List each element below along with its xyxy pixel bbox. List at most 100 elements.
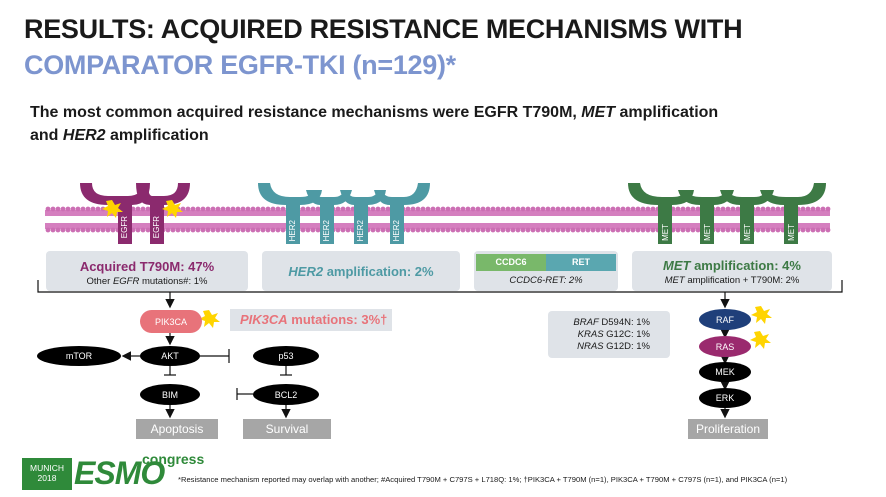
membrane-bead bbox=[725, 206, 731, 212]
t790m-box: Acquired T790M: 47% Other EGFR mutations… bbox=[46, 251, 248, 291]
membrane-bead bbox=[630, 206, 636, 212]
membrane-bead bbox=[720, 227, 726, 233]
membrane-bead bbox=[535, 227, 541, 233]
membrane-bead bbox=[315, 206, 321, 212]
met-receptors bbox=[628, 183, 826, 244]
membrane-bead bbox=[190, 227, 196, 233]
membrane-bead bbox=[245, 227, 251, 233]
egfr-receptors bbox=[80, 183, 190, 244]
membrane-bead bbox=[445, 206, 451, 212]
membrane-bead bbox=[735, 206, 741, 212]
membrane-bead bbox=[520, 206, 526, 212]
membrane-bead bbox=[820, 206, 826, 212]
membrane-bead bbox=[465, 227, 471, 233]
membrane-bead bbox=[135, 206, 141, 212]
membrane-bead bbox=[340, 227, 346, 233]
membrane-bead bbox=[55, 227, 61, 233]
membrane-bead bbox=[335, 227, 341, 233]
membrane-bead bbox=[265, 227, 271, 233]
membrane-bead bbox=[45, 206, 51, 212]
membrane-bead bbox=[615, 206, 621, 212]
bracket-line bbox=[37, 280, 843, 309]
membrane-bead bbox=[465, 206, 471, 212]
membrane-bead bbox=[185, 206, 191, 212]
membrane-bead bbox=[95, 206, 101, 212]
membrane-bead bbox=[200, 227, 206, 233]
membrane-bead bbox=[300, 227, 306, 233]
membrane-bead bbox=[815, 227, 821, 233]
membrane-bead bbox=[180, 227, 186, 233]
membrane-bead bbox=[425, 227, 431, 233]
ras-node: RAS bbox=[699, 336, 751, 357]
membrane-bead bbox=[345, 227, 351, 233]
her2-amp-label: HER2 amplification: 2% bbox=[288, 264, 434, 279]
esmo-logo-text: ESMO bbox=[74, 455, 165, 491]
membrane-bead bbox=[265, 206, 271, 212]
nras-label: NRAS G12D: 1% bbox=[577, 341, 650, 352]
membrane-bead bbox=[70, 206, 76, 212]
membrane-bead bbox=[435, 206, 441, 212]
membrane-bead bbox=[60, 206, 66, 212]
membrane-bead bbox=[645, 206, 651, 212]
membrane-bead bbox=[175, 227, 181, 233]
mutation-stars-pathway bbox=[199, 306, 772, 349]
membrane-bead bbox=[170, 227, 176, 233]
membrane-bead bbox=[315, 227, 321, 233]
membrane-bead bbox=[275, 206, 281, 212]
membrane-bead bbox=[205, 227, 211, 233]
membrane-bead bbox=[685, 206, 691, 212]
her2-label: HER2 bbox=[322, 220, 331, 242]
membrane-bead bbox=[730, 206, 736, 212]
summary-text: The most common acquired resistance mech… bbox=[30, 104, 719, 144]
slide-title: RESULTS: ACQUIRED RESISTANCE MECHANISMS … bbox=[24, 14, 743, 44]
membrane-bead bbox=[370, 227, 376, 233]
membrane-bead bbox=[420, 206, 426, 212]
membrane-bead bbox=[495, 227, 501, 233]
membrane-bead bbox=[195, 206, 201, 212]
membrane-bead bbox=[85, 206, 91, 212]
membrane-bead bbox=[680, 227, 686, 233]
membrane-bead bbox=[755, 206, 761, 212]
membrane-bead bbox=[455, 227, 461, 233]
membrane-bead bbox=[135, 227, 141, 233]
membrane-bead bbox=[585, 227, 591, 233]
membrane-bead bbox=[680, 206, 686, 212]
membrane-bead bbox=[380, 227, 386, 233]
membrane-bead bbox=[140, 206, 146, 212]
egfr-label: EGFR bbox=[152, 216, 161, 239]
membrane-bead bbox=[825, 206, 831, 212]
met-amp-label: MET amplification: 4% bbox=[663, 258, 801, 273]
membrane-bead bbox=[505, 227, 511, 233]
egfr-label: EGFR bbox=[120, 216, 129, 239]
membrane-bead bbox=[765, 227, 771, 233]
met-label: MET bbox=[661, 224, 670, 241]
membrane-bead bbox=[805, 206, 811, 212]
membrane-bead bbox=[50, 206, 56, 212]
membrane-bead bbox=[110, 227, 116, 233]
membrane-bead bbox=[770, 206, 776, 212]
pik3ca-mut-label: PIK3CA mutations: 3%† bbox=[240, 312, 388, 327]
membrane-bead bbox=[45, 227, 51, 233]
membrane-bead bbox=[375, 227, 381, 233]
membrane-bead bbox=[255, 206, 261, 212]
membrane-bead bbox=[430, 206, 436, 212]
membrane-bead bbox=[485, 206, 491, 212]
membrane-bead bbox=[480, 227, 486, 233]
membrane-bead bbox=[595, 206, 601, 212]
membrane-bead bbox=[185, 227, 191, 233]
her2-label: HER2 bbox=[288, 220, 297, 242]
membrane-bead bbox=[570, 206, 576, 212]
membrane-bead bbox=[625, 227, 631, 233]
met-label: MET bbox=[743, 224, 752, 241]
membrane-bead bbox=[640, 206, 646, 212]
membrane-bead bbox=[305, 227, 311, 233]
membrane-bead bbox=[600, 206, 606, 212]
membrane-bead bbox=[460, 227, 466, 233]
ccdc6-ret-box: CCDC6 RET CCDC6-RET: 2% bbox=[474, 251, 618, 291]
membrane-bead bbox=[645, 227, 651, 233]
membrane-bead bbox=[560, 206, 566, 212]
membrane-bead bbox=[240, 206, 246, 212]
membrane-bead bbox=[65, 227, 71, 233]
membrane-bead bbox=[490, 227, 496, 233]
